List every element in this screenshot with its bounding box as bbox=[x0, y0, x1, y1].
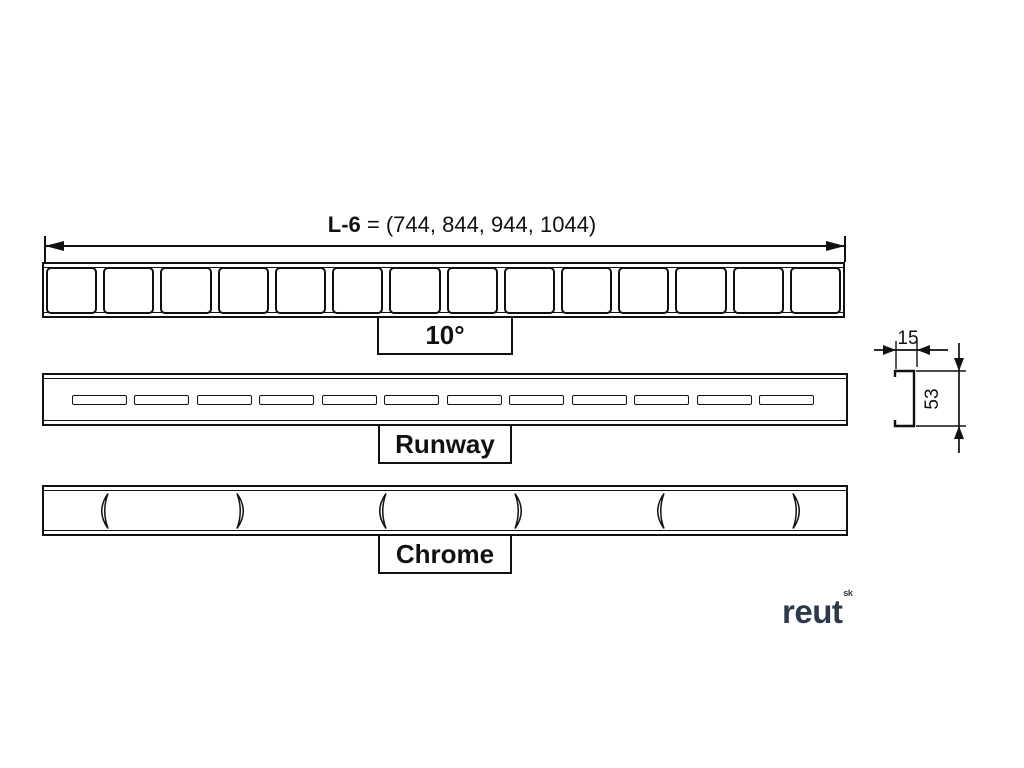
square-opening bbox=[389, 266, 441, 314]
height-arrow-bottom-icon bbox=[954, 426, 964, 439]
slot-opening bbox=[134, 394, 190, 405]
slot-opening bbox=[384, 394, 440, 405]
grate-inner-edge-bottom bbox=[44, 529, 846, 531]
dimension-arrow-left-icon bbox=[45, 240, 64, 251]
square-opening bbox=[446, 266, 498, 314]
square-opening bbox=[503, 266, 555, 314]
height-arrow-top-icon bbox=[954, 358, 964, 371]
width-arrow-left-icon bbox=[883, 345, 896, 355]
square-opening bbox=[789, 266, 842, 314]
crescent-icon bbox=[514, 492, 522, 529]
slot-opening bbox=[571, 394, 627, 405]
length-dimension-line bbox=[44, 236, 846, 268]
grate-inner-edge-top bbox=[44, 267, 843, 269]
brand-logo-text: reut bbox=[782, 593, 843, 630]
brand-logo-superscript: sk bbox=[843, 588, 853, 598]
label-10-degree: 10° bbox=[377, 316, 513, 355]
slot-opening bbox=[509, 394, 565, 405]
cross-section-detail: 15 53 bbox=[874, 328, 966, 453]
square-opening bbox=[217, 266, 269, 314]
square-opening bbox=[160, 266, 212, 314]
slot-opening bbox=[196, 394, 252, 405]
square-opening bbox=[103, 266, 155, 314]
slot-opening bbox=[446, 394, 502, 405]
crescent-opening bbox=[373, 492, 389, 530]
dimension-arrow-right-icon bbox=[826, 240, 845, 251]
section-width-value: 15 bbox=[897, 328, 918, 349]
crescent-icon bbox=[236, 492, 244, 529]
dimension-extension-right bbox=[844, 236, 846, 262]
crescent-icon bbox=[792, 492, 800, 529]
crescent-opening bbox=[790, 492, 806, 530]
grate-10-degree bbox=[42, 262, 845, 318]
square-openings-row bbox=[44, 264, 843, 316]
square-opening bbox=[675, 266, 727, 314]
square-opening bbox=[46, 266, 98, 314]
crescent-icon bbox=[101, 492, 109, 529]
label-chrome-text: Chrome bbox=[395, 538, 495, 569]
grate-chrome bbox=[42, 485, 848, 536]
label-chrome: Chrome bbox=[378, 534, 512, 574]
length-dimension-values: = (744, 844, 944, 1044) bbox=[360, 212, 597, 237]
slot-opening bbox=[321, 394, 377, 405]
dimension-line bbox=[44, 245, 846, 247]
brand-logo: reutsk bbox=[782, 588, 853, 630]
grate-inner-edge-bottom bbox=[44, 419, 846, 421]
length-dimension-label: L-6 = (744, 844, 944, 1044) bbox=[262, 212, 662, 238]
slot-opening bbox=[72, 394, 127, 405]
channel-profile-shape bbox=[893, 369, 916, 428]
crescent-opening bbox=[512, 492, 528, 530]
crescent-opening bbox=[95, 492, 111, 530]
square-opening bbox=[332, 266, 384, 314]
grate-inner-edge-bottom bbox=[44, 311, 843, 313]
grate-runway bbox=[42, 373, 848, 426]
slot-opening bbox=[696, 394, 752, 405]
length-dimension-code: L-6 bbox=[327, 212, 361, 237]
slot-opening bbox=[758, 394, 814, 405]
grate-inner-edge-top bbox=[44, 490, 846, 492]
section-height-value: 53 bbox=[922, 388, 943, 409]
square-opening bbox=[732, 266, 784, 314]
dimension-extension-left bbox=[44, 236, 46, 262]
slot-openings-row bbox=[44, 375, 846, 424]
crescent-opening bbox=[234, 492, 250, 530]
label-runway-text: Runway bbox=[395, 428, 495, 459]
label-10-degree-text: 10° bbox=[425, 320, 465, 350]
square-opening bbox=[274, 266, 327, 314]
grate-inner-edge-top bbox=[44, 378, 846, 380]
slot-opening bbox=[634, 394, 690, 405]
width-arrow-right-icon bbox=[917, 345, 930, 355]
square-opening bbox=[560, 266, 613, 314]
crescent-icon bbox=[379, 492, 387, 529]
crescent-opening bbox=[651, 492, 667, 530]
crescent-icon bbox=[657, 492, 665, 529]
crescent-openings-row bbox=[44, 487, 846, 534]
label-runway: Runway bbox=[378, 424, 512, 464]
slot-opening bbox=[259, 394, 315, 405]
square-opening bbox=[618, 266, 670, 314]
